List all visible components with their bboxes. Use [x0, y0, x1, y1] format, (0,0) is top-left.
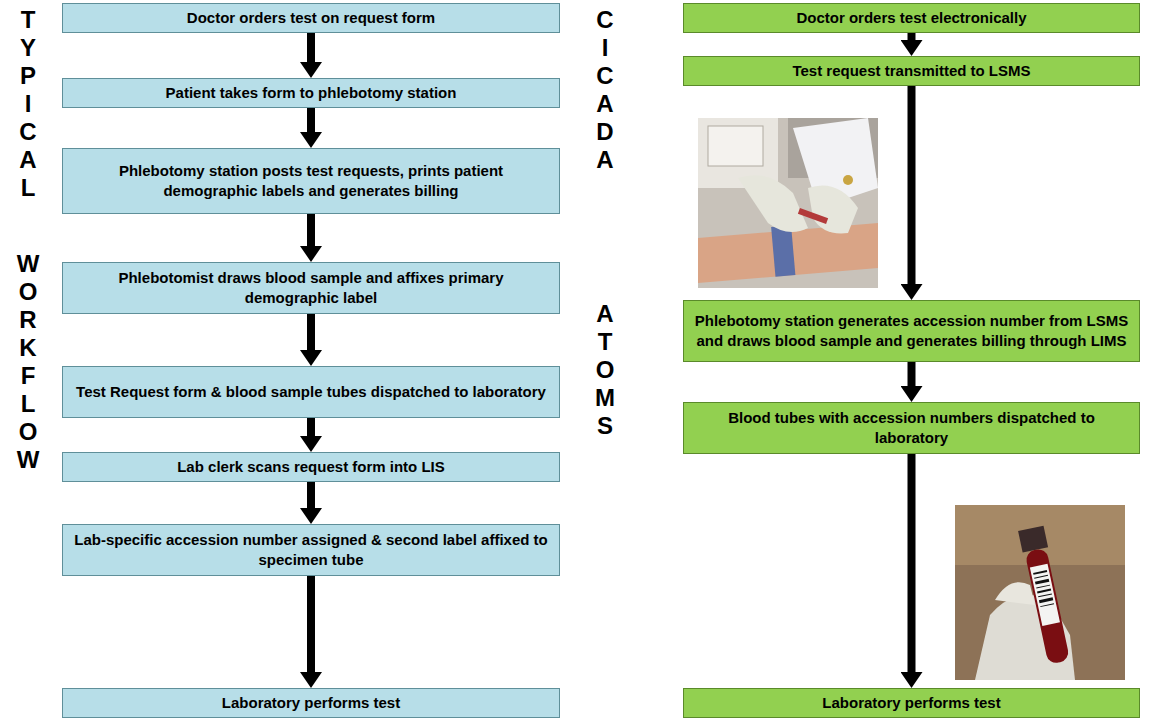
process-box: Doctor orders test electronically — [683, 3, 1140, 33]
box-text: Blood tubes with accession numbers dispa… — [694, 408, 1129, 448]
box-text: Test request transmitted to LSMS — [792, 61, 1030, 81]
process-box: Phlebotomist draws blood sample and affi… — [62, 262, 560, 314]
process-box: Patient takes form to phlebotomy station — [62, 78, 560, 108]
flow-arrow — [908, 362, 916, 386]
flow-arrow — [307, 314, 315, 350]
blood-tube-photo — [955, 505, 1125, 680]
flow-arrow — [908, 86, 916, 284]
vertical-heading: CICADA — [590, 6, 620, 174]
process-box: Laboratory performs test — [683, 688, 1140, 718]
flow-arrow — [307, 108, 315, 132]
box-text: Lab clerk scans request form into LIS — [177, 457, 445, 477]
vertical-heading: WORKFLOW — [13, 250, 43, 474]
flow-arrow — [307, 576, 315, 672]
flow-arrow — [307, 482, 315, 508]
box-text: Laboratory performs test — [822, 693, 1000, 713]
process-box: Blood tubes with accession numbers dispa… — [683, 402, 1140, 454]
flow-arrow — [908, 454, 916, 672]
flow-arrow — [307, 418, 315, 436]
flow-arrow — [908, 33, 916, 40]
process-box: Laboratory performs test — [62, 688, 560, 718]
box-text: Doctor orders test on request form — [187, 8, 435, 28]
vertical-heading: TYPICAL — [13, 6, 43, 202]
box-text: Patient takes form to phlebotomy station — [166, 83, 457, 103]
vertical-heading: ATOMS — [590, 300, 620, 440]
box-text: Doctor orders test electronically — [796, 8, 1026, 28]
process-box: Lab-specific accession number assigned &… — [62, 524, 560, 576]
box-text: Laboratory performs test — [222, 693, 400, 713]
box-text: Test Request form & blood sample tubes d… — [76, 382, 546, 402]
process-box: Lab clerk scans request form into LIS — [62, 452, 560, 482]
process-box: Test request transmitted to LSMS — [683, 56, 1140, 86]
flow-arrow — [307, 214, 315, 246]
process-box: Phlebotomy station generates accession n… — [683, 300, 1140, 362]
process-box: Phlebotomy station posts test requests, … — [62, 148, 560, 214]
process-box: Doctor orders test on request form — [62, 3, 560, 33]
process-box: Test Request form & blood sample tubes d… — [62, 366, 560, 418]
box-text: Lab-specific accession number assigned &… — [73, 530, 549, 570]
box-text: Phlebotomy station posts test requests, … — [73, 161, 549, 201]
box-text: Phlebotomist draws blood sample and affi… — [73, 268, 549, 308]
box-text: Phlebotomy station generates accession n… — [694, 311, 1129, 351]
flow-arrow — [307, 33, 315, 62]
phlebotomy-photo — [698, 118, 878, 288]
